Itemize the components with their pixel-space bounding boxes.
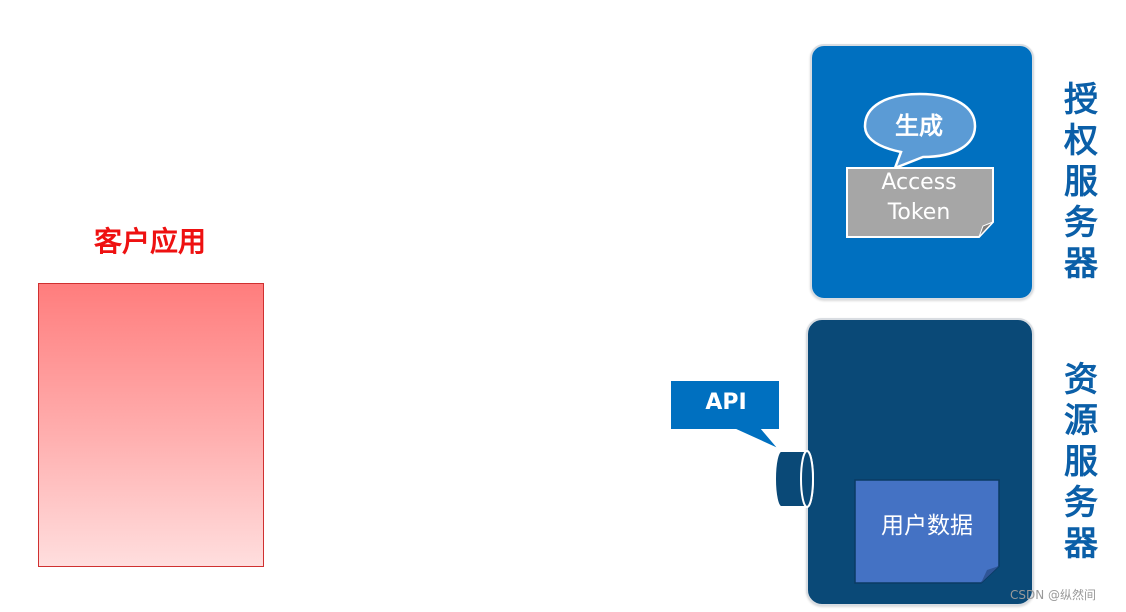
access-token-label: Access Token (848, 168, 990, 228)
watermark: CSDN @纵然间 (1010, 588, 1097, 602)
resource-server-label: 资源服务器 (1052, 360, 1110, 565)
api-port-cylinder-icon (774, 450, 814, 508)
user-data-label: 用户数据 (881, 513, 973, 539)
generate-label: 生成 (895, 112, 943, 140)
access-token-line1: Access (881, 170, 957, 195)
auth-server-label: 授权服务器 (1052, 80, 1110, 285)
client-app-box (38, 283, 264, 567)
access-token-line2: Token (887, 200, 951, 225)
access-token-card (846, 167, 994, 238)
user-data-card (854, 479, 1000, 584)
resource-server-label-text: 资源服务器 (1064, 360, 1098, 564)
api-label: API (705, 390, 747, 415)
generate-speech-bubble (863, 92, 977, 170)
client-app-title: 客户应用 (93, 225, 206, 258)
auth-server-label-text: 授权服务器 (1064, 80, 1098, 284)
api-callout (669, 379, 781, 451)
